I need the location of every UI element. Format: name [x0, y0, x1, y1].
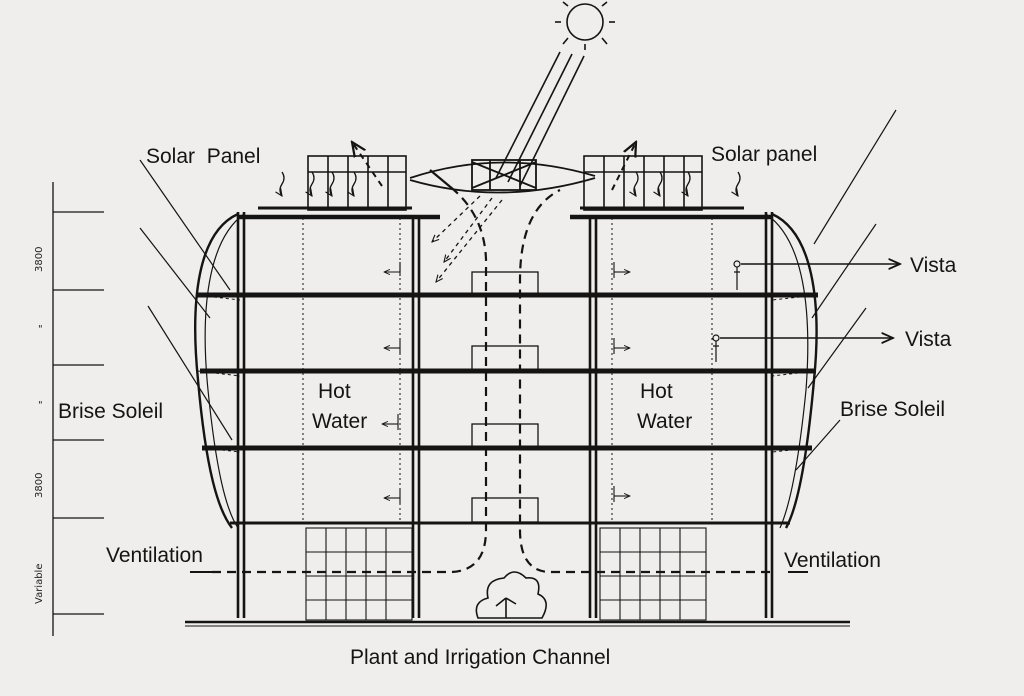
dimension-mid1: " — [38, 324, 43, 335]
dimension-mid2: " — [38, 400, 43, 411]
ventilation-airflow — [212, 169, 770, 574]
label-solar-panel-left: Solar Panel — [146, 145, 260, 168]
leader-lines — [139, 109, 897, 573]
sun-rays — [495, 51, 585, 187]
sun-icon — [555, 1, 615, 50]
label-vista-lower: Vista — [905, 328, 952, 351]
label-solar-panel-right: Solar panel — [711, 143, 817, 166]
label-ventilation-left: Ventilation — [106, 544, 203, 567]
ground-floor-lattice — [305, 527, 707, 621]
dimension-lower: 3800 — [34, 473, 45, 498]
label-hot-water-right-1: Hot — [640, 380, 673, 403]
dimension-upper: 3800 — [34, 247, 45, 272]
label-brise-soleil-right: Brise Soleil — [840, 398, 945, 421]
label-hot-water-left-2: Water — [312, 410, 367, 433]
heat-arrows — [382, 262, 630, 504]
solar-gain-arrows — [280, 171, 741, 196]
caption-plant-irrigation: Plant and Irrigation Channel — [350, 646, 610, 669]
building-structure — [185, 212, 850, 627]
label-brise-soleil-left: Brise Soleil — [58, 400, 163, 423]
label-vista-upper: Vista — [910, 254, 957, 277]
dimension-ground: Variable — [34, 564, 45, 605]
diffuse-light-arrows — [432, 195, 503, 282]
label-hot-water-left-1: Hot — [318, 380, 351, 403]
label-hot-water-right-2: Water — [637, 410, 692, 433]
vista-arrows — [720, 264, 900, 338]
atrium-shaft — [471, 271, 539, 523]
plant-shrub-icon — [475, 571, 547, 619]
rooflight — [409, 159, 596, 194]
person-icon — [712, 260, 741, 362]
label-ventilation-right: Ventilation — [784, 549, 881, 572]
solar-panel-right — [580, 155, 744, 211]
exhaust-arrows — [352, 142, 636, 191]
dimension-rail — [52, 182, 104, 636]
solar-panel-left — [258, 155, 412, 211]
